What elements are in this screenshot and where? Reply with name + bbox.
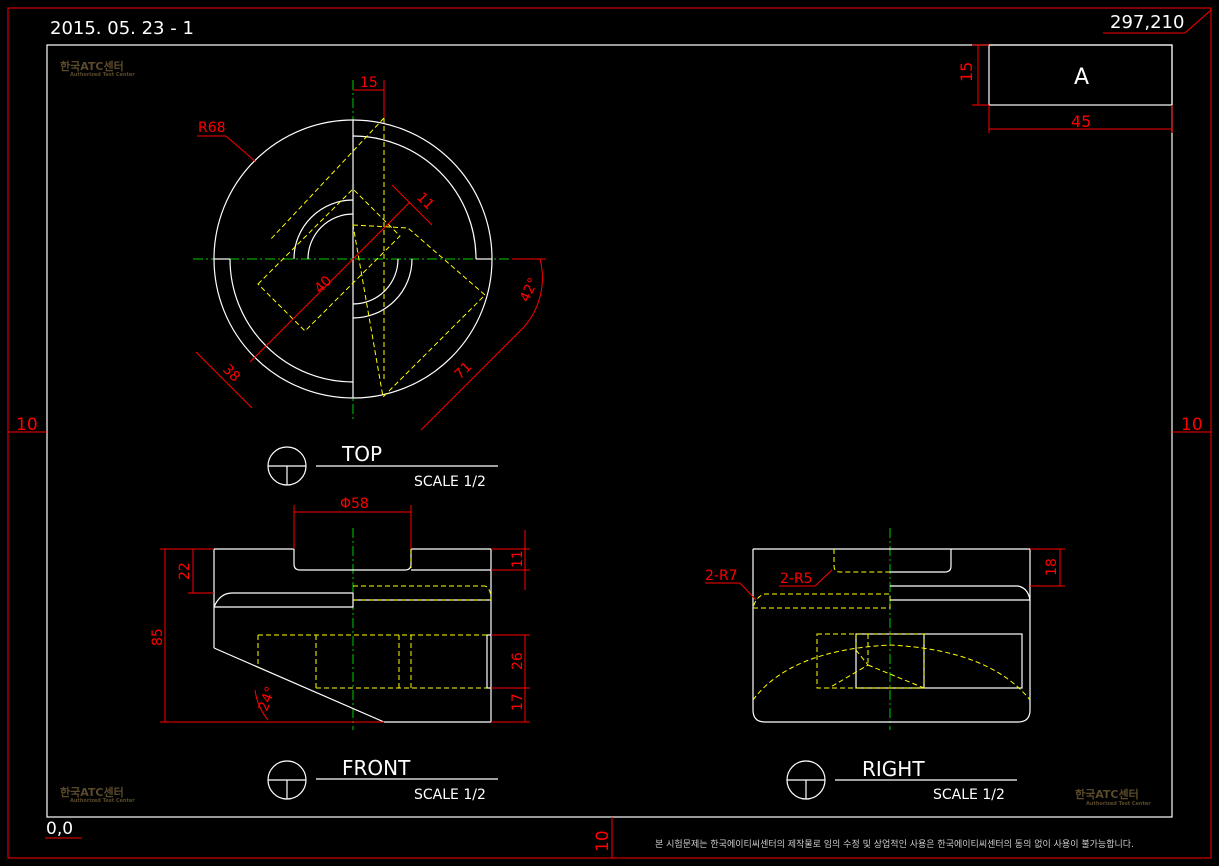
- top-inner-arc-1: [352, 135, 477, 260]
- dim-42: 42°: [517, 275, 542, 304]
- dim-2r5: 2-R5: [780, 571, 813, 587]
- right-h-pocket: [833, 549, 890, 573]
- logo-bottom-right: 한국ATC센터 Authorized Test Center: [1075, 787, 1151, 807]
- top-view-title: TOP: [341, 442, 382, 466]
- sheet-border: [7, 7, 1212, 859]
- top-hub-arc-2: [307, 213, 354, 260]
- bottom-margin-label: 10: [593, 830, 613, 852]
- front-24-arc: [254, 689, 269, 721]
- dim-22: 22: [177, 562, 193, 580]
- top-hidden-rect-2: [352, 224, 486, 399]
- date-label: 2015. 05. 23 - 1: [50, 18, 194, 39]
- top-hub-arc-3: [352, 258, 413, 319]
- right-view-label: RIGHT SCALE 1/2: [786, 757, 1017, 803]
- tb-height-label: 15: [957, 62, 976, 82]
- logo-text-1: 한국ATC센터: [60, 59, 124, 73]
- top-hidden-rect-1: [257, 188, 401, 332]
- logo-sub-1: Authorized Test Center: [70, 72, 135, 78]
- top-hub-arc-1: [293, 199, 354, 260]
- right-view-title: RIGHT: [862, 757, 925, 781]
- dim-40-line: [249, 201, 411, 363]
- dim-42-arc: [523, 258, 543, 328]
- dim-11-front: 11: [510, 550, 526, 568]
- dim-18: 18: [1044, 558, 1060, 576]
- dim-r68: R68: [198, 120, 226, 136]
- dim-24: 24°: [256, 685, 280, 714]
- size-label: 297,210: [1110, 12, 1184, 33]
- dim-11-line: [391, 184, 433, 226]
- dim-38: 38: [219, 362, 243, 386]
- dim-38-line: [195, 351, 253, 409]
- dim-71-line: [420, 326, 525, 431]
- top-view-scale: SCALE 1/2: [414, 474, 486, 490]
- right-h-v2: [867, 664, 925, 689]
- front-step: [213, 592, 354, 608]
- dim-2r7: 2-R7: [705, 568, 738, 584]
- right-h-v1: [828, 634, 869, 689]
- right-h-rect: [816, 633, 925, 689]
- size-leader: [1184, 9, 1212, 34]
- dim-85: 85: [150, 628, 166, 646]
- top-hidden-line-1: [269, 117, 385, 241]
- front-chamfer: [213, 647, 385, 723]
- logo-top-left: 한국ATC센터 Authorized Test Center: [60, 59, 135, 78]
- right-step: [890, 585, 1031, 601]
- title-block-label: A: [1074, 65, 1089, 90]
- front-view-title: FRONT: [342, 756, 411, 780]
- logo-sub-2: Authorized Test Center: [70, 798, 135, 804]
- top-view-label: TOP SCALE 1/2: [267, 442, 498, 490]
- right-h-step: [752, 593, 891, 609]
- logo-sub-3: Authorized Test Center: [1086, 801, 1151, 807]
- right-r7-leader: [739, 582, 757, 601]
- right-slot: [855, 633, 1023, 689]
- logo-bottom-left: 한국ATC센터 Authorized Test Center: [60, 785, 135, 804]
- dim-phi58: Φ58: [340, 496, 369, 512]
- right-margin-label: 10: [1181, 415, 1203, 435]
- front-h-2: [353, 585, 492, 601]
- dim-40: 40: [312, 273, 336, 297]
- right-view-scale: SCALE 1/2: [933, 787, 1005, 803]
- top-hub-arc-4: [352, 258, 399, 305]
- front-view-label: FRONT SCALE 1/2: [267, 756, 498, 803]
- right-r5-leader: [814, 569, 833, 587]
- left-margin-label: 10: [16, 415, 38, 435]
- logo-text-3: 한국ATC센터: [1075, 787, 1139, 801]
- dim-17: 17: [510, 693, 526, 711]
- dim-r68-leader: [225, 135, 257, 163]
- dim-26: 26: [510, 652, 526, 670]
- origin-label: 0,0: [46, 819, 73, 839]
- front-view: Φ58 85 22 11 26 17 24°: [150, 496, 530, 730]
- logo-text-2: 한국ATC센터: [60, 785, 124, 799]
- tb-width-label: 45: [1071, 112, 1091, 131]
- right-bottom: [752, 709, 1031, 723]
- top-view: 15 R68 11 40 38 71 42°: [193, 75, 546, 431]
- title-block: [988, 44, 1173, 106]
- footer-notice: 본 시험문제는 한국에이티씨센터의 제작물로 임의 수정 및 상업적인 사용은 …: [655, 838, 1134, 850]
- right-view: 2-R7 2-R5 18: [705, 528, 1065, 730]
- right-h-arc: [752, 644, 1031, 701]
- drawing-border: [46, 44, 1173, 818]
- front-view-scale: SCALE 1/2: [414, 787, 486, 803]
- right-top-pocket: [890, 549, 952, 573]
- dim-15-top: 15: [360, 75, 378, 91]
